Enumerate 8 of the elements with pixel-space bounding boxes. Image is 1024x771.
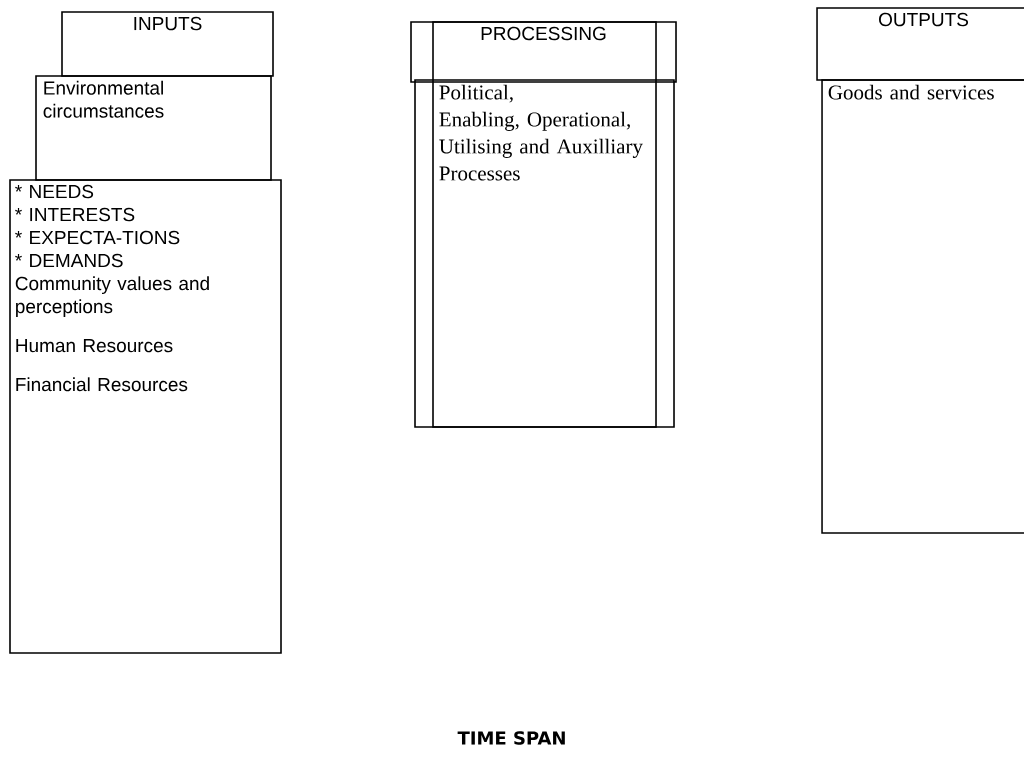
axis-label: TIME SPAN — [457, 731, 565, 745]
header-box: PROCESSING — [410, 21, 677, 83]
header-box: INPUTS — [61, 11, 274, 77]
content-box: Goods and services — [821, 79, 1024, 534]
header-box: OUTPUTS — [816, 7, 1024, 81]
content-box: Political, Enabling, Operational, Utilising and Auxilliary Processes — [414, 79, 675, 428]
content-box: Environmental circumstances — [35, 75, 272, 181]
content-box: * NEEDS * INTERESTS * EXPECTA-TIONS * DEMANDS Community values and perceptions Human Resources Financial Resources — [9, 179, 282, 654]
